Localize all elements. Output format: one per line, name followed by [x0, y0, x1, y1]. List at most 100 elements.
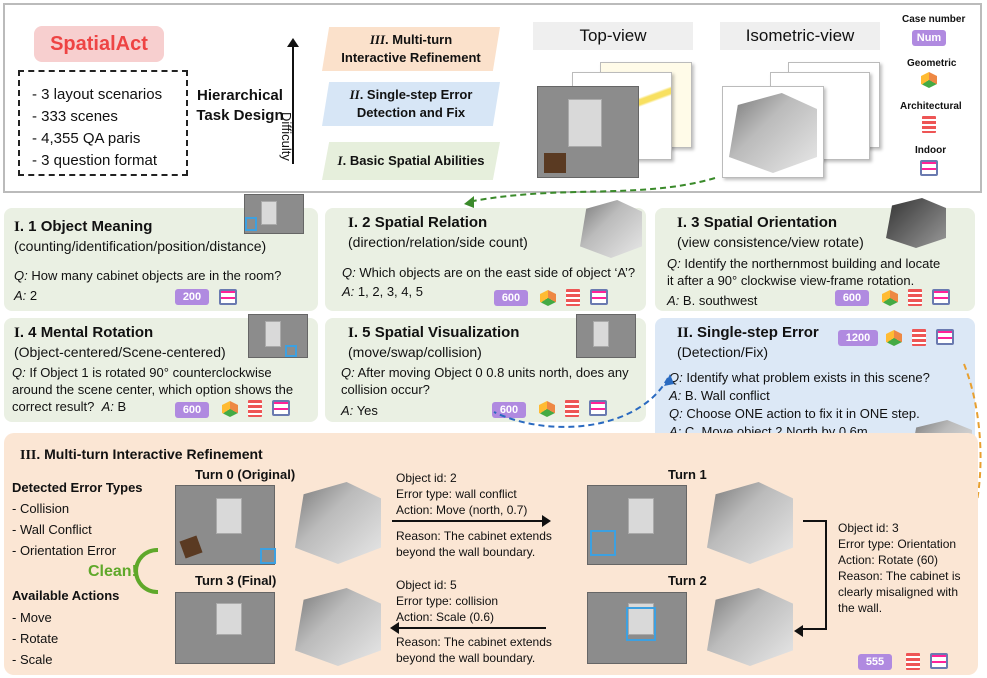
detected-errors-title: Detected Error Types — [12, 480, 143, 495]
architectural-icon — [566, 289, 580, 306]
turn2-iso-view — [707, 588, 793, 666]
difficulty-arrow — [292, 44, 294, 164]
card-mental-rotation-title: I. 4 Mental Rotation — [14, 324, 154, 341]
geometric-icon — [222, 401, 238, 417]
blue-dashed-connector — [493, 374, 674, 428]
card-single-step-error-qa: Q: Identify what problem exists in this … — [669, 370, 930, 439]
step3-reason: Reason: The cabinet extends beyond the w… — [396, 635, 552, 665]
geometric-icon — [539, 401, 555, 417]
indoor-icon — [920, 160, 938, 176]
turn1-label: Turn 1 — [668, 467, 707, 482]
indoor-icon — [219, 289, 237, 305]
legend-geometric: Geometric — [907, 58, 957, 69]
top-view-image — [537, 86, 639, 178]
arrow-head-icon — [542, 515, 551, 527]
num-badge: 600 — [494, 290, 528, 306]
thumb-top-view — [244, 194, 304, 234]
turn1-top-view — [587, 485, 687, 565]
turn2-top-view — [587, 592, 687, 664]
top-view-label: Top-view — [533, 22, 693, 50]
hierarchy-label: Hierarchical Task Design — [196, 87, 284, 124]
geometric-icon — [882, 290, 898, 306]
step1-reason: Reason: The cabinet extends beyond the w… — [396, 529, 552, 559]
architectural-icon — [565, 400, 579, 417]
num-badge: 1200 — [838, 330, 878, 346]
indoor-icon — [932, 289, 950, 305]
step3-text: Object id: 5 Error type: collision Actio… — [396, 578, 499, 624]
thumb-iso-view — [886, 198, 946, 248]
geometric-icon — [921, 72, 937, 88]
level-ii: II. Single-step Error Detection and Fix — [322, 82, 500, 126]
card-object-meaning-title: I. 1 Object Meaning — [14, 218, 153, 235]
card-spatial-visualization-q: Q: After moving Object 0 0.8 units north… — [341, 365, 629, 397]
stat-item: - 3 question format — [32, 152, 158, 169]
turn3-iso-view — [295, 588, 381, 666]
turn2-label: Turn 2 — [668, 573, 707, 588]
card-spatial-orientation-q: Q: Identify the northernmost building an… — [667, 256, 941, 288]
detected-errors-list: - Collision - Wall Conflict - Orientatio… — [12, 501, 117, 558]
num-badge: 200 — [175, 289, 209, 305]
turn0-label: Turn 0 (Original) — [195, 467, 296, 482]
difficulty-label: Difficulty — [279, 112, 294, 161]
num-badge: 600 — [835, 290, 869, 306]
architectural-icon — [906, 653, 920, 670]
architectural-icon — [908, 289, 922, 306]
arrow-head-icon — [287, 38, 299, 47]
card-spatial-relation-sub: (direction/relation/side count) — [348, 234, 528, 250]
card-object-meaning-sub: (counting/identification/position/distan… — [14, 238, 267, 254]
iso-view-image — [722, 86, 824, 178]
step1-arrow — [392, 520, 544, 522]
card-spatial-visualization-title: I. 5 Spatial Visualization — [348, 324, 520, 341]
card-spatial-visualization-a: A: Yes — [341, 403, 378, 418]
turn1-iso-view — [707, 482, 793, 564]
card-spatial-relation-title: I. 2 Spatial Relation — [348, 214, 488, 231]
step3-arrow — [398, 627, 546, 629]
step1-text: Object id: 2 Error type: wall conflict A… — [396, 471, 528, 517]
multi-turn-panel — [4, 433, 978, 675]
level-i: I. Basic Spatial Abilities — [322, 142, 500, 180]
architectural-icon — [912, 329, 926, 346]
card-spatial-relation-a: A: 1, 2, 3, 4, 5 — [342, 284, 423, 299]
turn3-label: Turn 3 (Final) — [195, 573, 277, 588]
iso-view-label: Isometric-view — [720, 22, 880, 50]
indoor-icon — [930, 653, 948, 669]
legend-architectural: Architectural — [900, 101, 962, 112]
multi-turn-title: III. Multi-turn Interactive Refinement — [20, 446, 263, 463]
card-spatial-orientation-sub: (view consistence/view rotate) — [677, 234, 864, 250]
card-spatial-orientation-title: I. 3 Spatial Orientation — [677, 214, 838, 231]
stat-item: - 333 scenes — [32, 108, 118, 125]
clean-label: Clean! — [88, 563, 137, 580]
geometric-icon — [540, 290, 556, 306]
geometric-icon — [886, 330, 902, 346]
thumb-iso-view — [580, 200, 642, 258]
turn0-top-view — [175, 485, 276, 565]
thumb-top-view — [248, 314, 308, 358]
stat-item: - 3 layout scenarios — [32, 86, 163, 103]
card-single-step-error-sub: (Detection/Fix) — [677, 344, 769, 360]
card-object-meaning-a: A: 2 — [14, 288, 38, 303]
card-mental-rotation-q: Q: If Object 1 is rotated 90° counterclo… — [12, 365, 294, 414]
card-spatial-visualization-sub: (move/swap/collision) — [348, 344, 482, 360]
stat-item: - 4,355 QA paris — [32, 130, 141, 147]
turn0-iso-view — [295, 482, 381, 564]
indoor-icon — [590, 289, 608, 305]
num-badge: 600 — [175, 402, 209, 418]
card-object-meaning-q: Q: How many cabinet objects are in the r… — [14, 268, 282, 283]
card-spatial-orientation-a: A: B. southwest — [667, 293, 758, 308]
step2-text: Object id: 3 Error type: Orientation Act… — [838, 521, 961, 615]
card-mental-rotation-sub: (Object-centered/Scene-centered) — [14, 344, 226, 360]
architectural-icon — [922, 116, 936, 133]
thumb-top-view — [576, 314, 636, 358]
card-spatial-relation-q: Q: Which objects are on the east side of… — [342, 265, 636, 280]
actions-title: Available Actions — [12, 588, 120, 603]
indoor-icon — [589, 400, 607, 416]
indoor-icon — [272, 400, 290, 416]
arrow-head-icon — [390, 622, 399, 634]
indoor-icon — [936, 329, 954, 345]
num-badge: 555 — [858, 654, 892, 670]
stats-box: - 3 layout scenarios - 333 scenes - 4,35… — [18, 70, 188, 176]
green-dashed-connector — [464, 177, 716, 208]
legend-num-badge: Num — [912, 30, 946, 46]
architectural-icon — [248, 400, 262, 417]
level-iii: III. Multi-turn Interactive Refinement — [322, 27, 500, 71]
